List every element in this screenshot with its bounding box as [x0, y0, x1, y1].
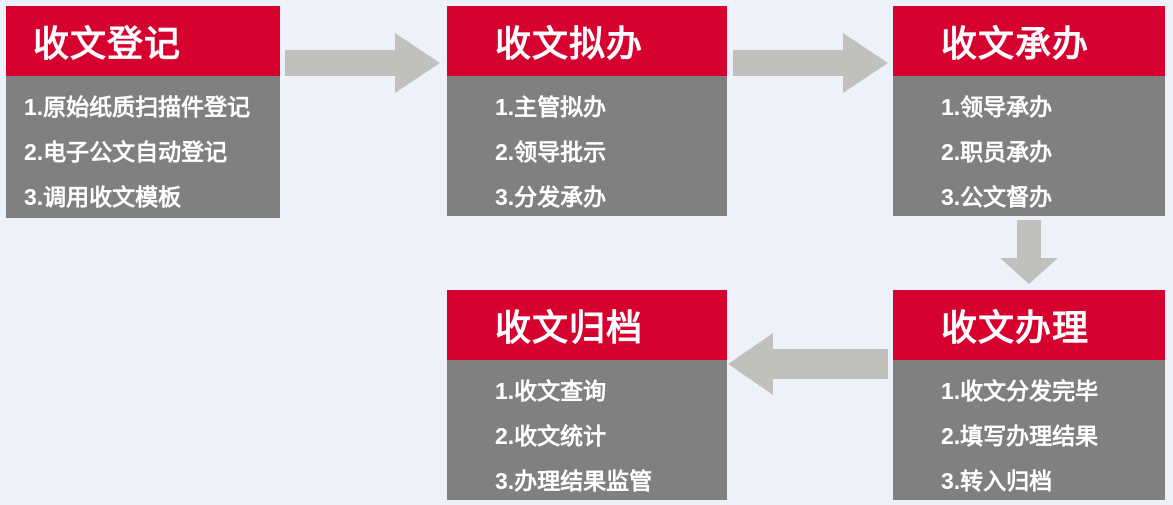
flow-node-item: 2.填写办理结果: [941, 422, 1099, 449]
flow-node-item: 2.电子公文自动登记: [24, 138, 228, 165]
flow-node-drafting-title: 收文拟办: [447, 6, 727, 76]
flow-node-undertaking-title: 收文承办: [893, 6, 1165, 76]
arrow-left-handling-to-archiving-icon: [728, 333, 888, 395]
flow-node-undertaking: 收文承办 1.领导承办 2.职员承办 3.公文督办: [893, 6, 1165, 216]
flow-node-archiving-title: 收文归档: [447, 290, 727, 360]
flow-node-registration-title: 收文登记: [6, 6, 280, 76]
flow-node-item: 2.职员承办: [941, 138, 1053, 165]
flow-node-item: 1.收文查询: [495, 377, 607, 404]
flow-node-archiving-items: 1.收文查询 2.收文统计 3.办理结果监管: [447, 360, 727, 500]
flow-node-item: 2.收文统计: [495, 422, 607, 449]
flow-node-drafting: 收文拟办 1.主管拟办 2.领导批示 3.分发承办: [447, 6, 727, 216]
flow-node-item: 3.调用收文模板: [24, 183, 182, 210]
flow-node-undertaking-items: 1.领导承办 2.职员承办 3.公文督办: [893, 76, 1165, 216]
flow-node-item: 3.公文督办: [941, 183, 1053, 210]
arrow-down-undertaking-to-handling-icon: [1000, 220, 1058, 284]
flow-node-handling-title: 收文办理: [893, 290, 1165, 360]
flow-node-item: 3.转入归档: [941, 467, 1053, 494]
flow-node-item: 1.原始纸质扫描件登记: [24, 93, 251, 120]
arrow-right-registration-to-drafting-icon: [285, 33, 440, 93]
flow-node-archiving: 收文归档 1.收文查询 2.收文统计 3.办理结果监管: [447, 290, 727, 500]
arrow-right-drafting-to-undertaking-icon: [733, 33, 888, 93]
flow-node-item: 1.收文分发完毕: [941, 377, 1099, 404]
flow-node-item: 3.办理结果监管: [495, 467, 653, 494]
flow-node-handling-items: 1.收文分发完毕 2.填写办理结果 3.转入归档: [893, 360, 1165, 500]
flow-node-item: 1.主管拟办: [495, 93, 607, 120]
flow-node-item: 1.领导承办: [941, 93, 1053, 120]
flow-node-registration: 收文登记 1.原始纸质扫描件登记 2.电子公文自动登记 3.调用收文模板: [6, 6, 280, 218]
flow-node-item: 2.领导批示: [495, 138, 607, 165]
flow-node-handling: 收文办理 1.收文分发完毕 2.填写办理结果 3.转入归档: [893, 290, 1165, 500]
flow-node-drafting-items: 1.主管拟办 2.领导批示 3.分发承办: [447, 76, 727, 216]
flow-node-item: 3.分发承办: [495, 183, 607, 210]
flow-node-registration-items: 1.原始纸质扫描件登记 2.电子公文自动登记 3.调用收文模板: [6, 76, 280, 218]
